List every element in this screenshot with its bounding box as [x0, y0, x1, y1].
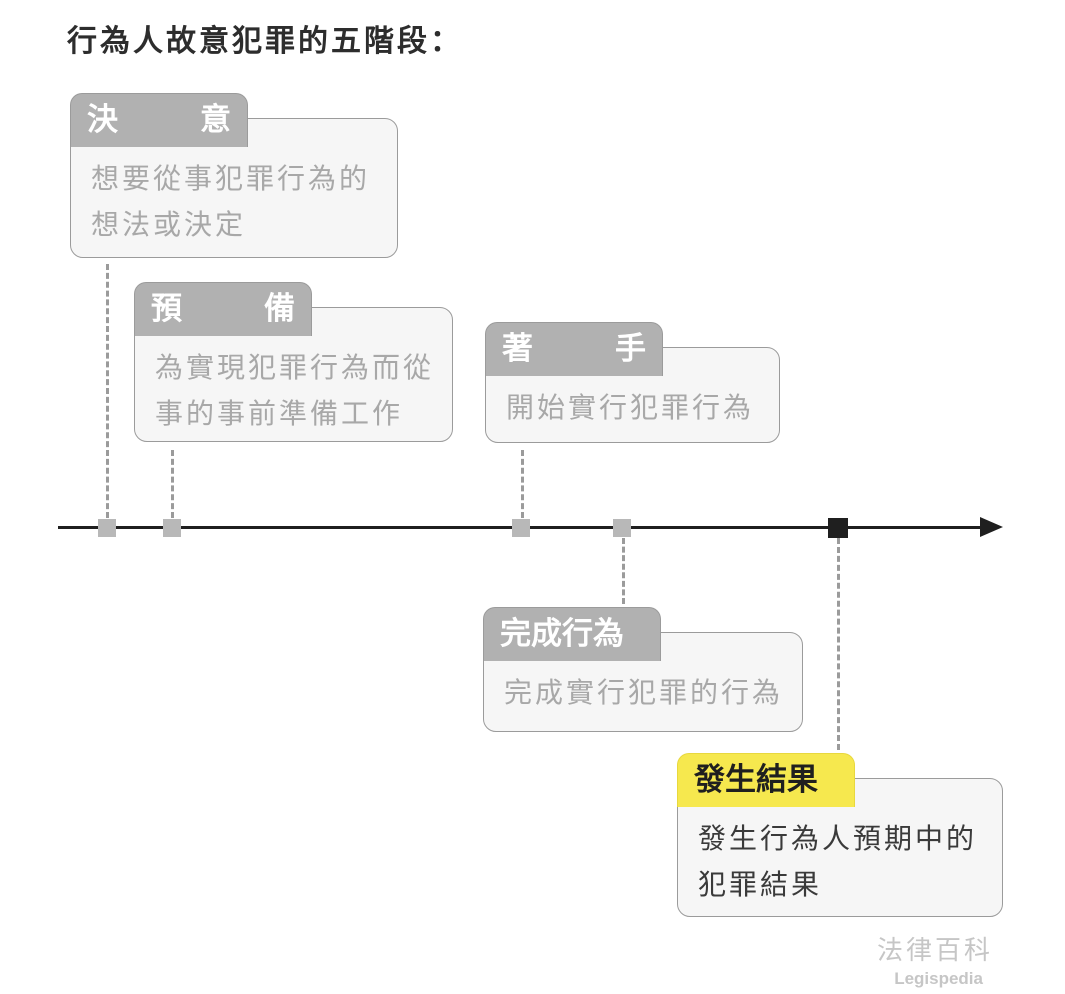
connector-stage-4 [622, 538, 625, 604]
stage-tab-result: 發生結果 [677, 753, 855, 807]
watermark: 法律百科 Legispedia [877, 930, 993, 989]
connector-stage-2 [171, 450, 174, 518]
watermark-brand: 法律百科 [876, 935, 993, 965]
stage-card-preparation: 預備 為實現犯罪行為而從事的事前準備工作 [134, 282, 453, 442]
page-title: 行為人故意犯罪的五階段： [67, 25, 463, 58]
connector-stage-5 [837, 538, 840, 750]
connector-stage-1 [106, 264, 109, 518]
watermark-brand-en: Legispedia [894, 969, 983, 988]
connector-stage-3 [521, 450, 524, 518]
stage-tab-completion: 完成行為 [483, 607, 661, 661]
stage-card-commencement: 著手 開始實行犯罪行為 [485, 322, 780, 443]
timeline-marker-2 [163, 519, 181, 537]
stage-card-completion: 完成行為 完成實行犯罪的行為 [483, 607, 803, 732]
timeline-marker-3 [512, 519, 530, 537]
timeline-marker-5-result [828, 518, 848, 538]
stage-card-result: 發生結果 發生行為人預期中的犯罪結果 [677, 753, 1003, 917]
stage-description-decision: 想要從事犯罪行為的想法或決定 [70, 118, 398, 258]
timeline-marker-4 [613, 519, 631, 537]
stage-tab-preparation: 預備 [134, 282, 312, 336]
stage-tab-decision: 決意 [70, 93, 248, 147]
stage-tab-commencement: 著手 [485, 322, 663, 376]
timeline-arrowhead-icon [980, 517, 1003, 537]
timeline-marker-1 [98, 519, 116, 537]
stage-card-decision: 決意 想要從事犯罪行為的想法或決定 [70, 93, 398, 258]
